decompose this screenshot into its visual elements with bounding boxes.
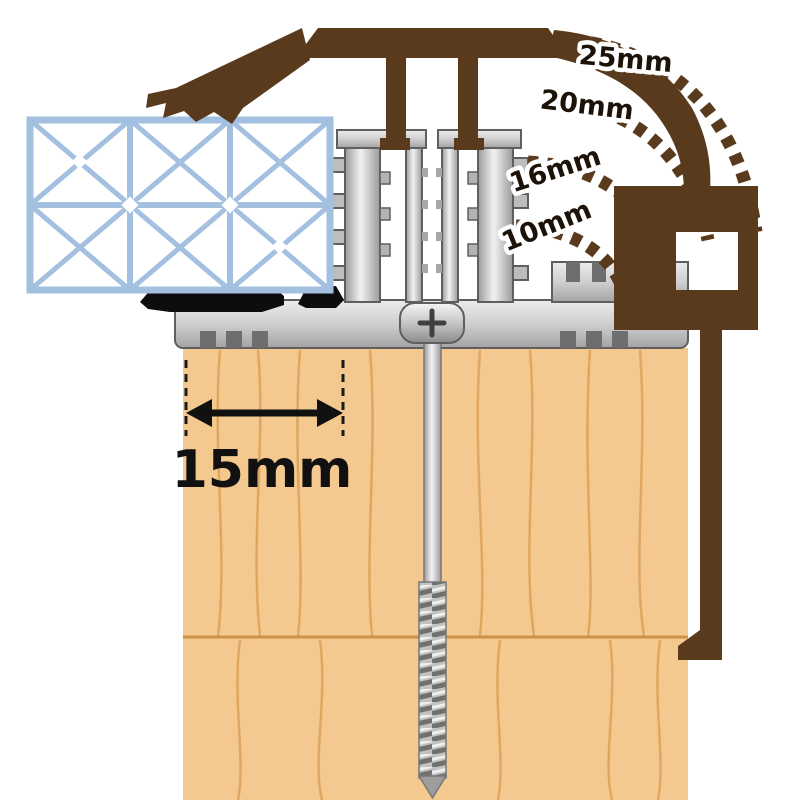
cap-top-bar [300, 28, 565, 58]
cap-left-leg-barb [380, 138, 410, 150]
wood-grain-line [656, 639, 662, 800]
screw-boss-right [441, 141, 459, 303]
fin [379, 171, 391, 185]
fin [512, 193, 529, 209]
plate-slot [226, 331, 242, 348]
wood-grain-line [317, 639, 324, 800]
polycarbonate-sheet [26, 116, 334, 294]
dimension-arrowhead-right-icon [317, 399, 343, 427]
fin [379, 207, 391, 221]
nub [436, 168, 442, 177]
wood-grain-line [528, 349, 536, 637]
cap-curved-hook [548, 30, 711, 192]
arc-label-25mm: 25mm [578, 40, 674, 79]
cap-tail-foot [678, 630, 722, 660]
cap-left-claw [146, 28, 310, 124]
wood-grain-line [476, 349, 484, 637]
screw-shank [423, 339, 442, 585]
screw-tip [417, 775, 448, 800]
tower-right-wall [477, 141, 514, 303]
wood-grain-line [607, 639, 614, 800]
cap-right-leg-barb [454, 138, 484, 150]
arc-label-20mm: 20mm [539, 84, 636, 126]
plate-slot [560, 331, 576, 348]
wood-grain-line [638, 349, 646, 637]
wood-grain-line [255, 349, 262, 637]
wood-grain-line [236, 639, 242, 800]
wood-grain-line [496, 639, 502, 800]
boss-thread-nubs [422, 168, 442, 273]
wood-grain-line [586, 349, 592, 637]
end-cap-profile [146, 28, 758, 660]
nub [422, 200, 428, 209]
screw-phillips-slot-icon [417, 308, 447, 338]
step-slot [566, 262, 580, 282]
cap-right-leg [458, 56, 478, 148]
arc-20mm [545, 93, 715, 242]
wood-grain-line [216, 349, 223, 637]
sparkle [271, 238, 288, 255]
base-plate-slots [200, 331, 628, 348]
plate-slot [200, 331, 216, 348]
dimension-arrowhead-left-icon [186, 399, 212, 427]
fin [467, 243, 479, 257]
dimension-value: 15mm [172, 440, 353, 500]
arc-25mm [571, 33, 763, 233]
sparkle [71, 153, 88, 170]
nub [436, 200, 442, 209]
nub [436, 264, 442, 273]
nub [436, 232, 442, 241]
screw-boss-left [405, 141, 423, 303]
fixing-screw [399, 302, 465, 800]
dimension-extension-lines [184, 360, 345, 436]
sheet-sparkles [71, 153, 288, 255]
plate-slot [612, 331, 628, 348]
sparkle [121, 196, 139, 214]
wood-grain-line [368, 349, 374, 637]
plate-slot [252, 331, 268, 348]
nub [422, 264, 428, 273]
nub [422, 232, 428, 241]
dimension-15mm: 15mm [172, 360, 353, 500]
tower-inner-fins [379, 171, 479, 257]
screw-thread [418, 581, 447, 779]
cap-side-tail [700, 328, 722, 642]
fin [467, 171, 479, 185]
tower-left-wall [344, 141, 381, 303]
aluminium-tower [329, 129, 529, 303]
arc-label-16mm: 16mm [506, 141, 605, 199]
fin [512, 265, 529, 281]
arc-16mm [527, 155, 675, 274]
nub [422, 168, 428, 177]
wood-grain [216, 349, 662, 800]
fin [379, 243, 391, 257]
plate-slot [586, 331, 602, 348]
fin [467, 207, 479, 221]
wood-grain-line [296, 349, 302, 637]
cap-left-leg [386, 56, 406, 148]
cap-position-arcs [515, 33, 763, 286]
sparkle [221, 196, 239, 214]
aluminium-profile [174, 129, 689, 349]
